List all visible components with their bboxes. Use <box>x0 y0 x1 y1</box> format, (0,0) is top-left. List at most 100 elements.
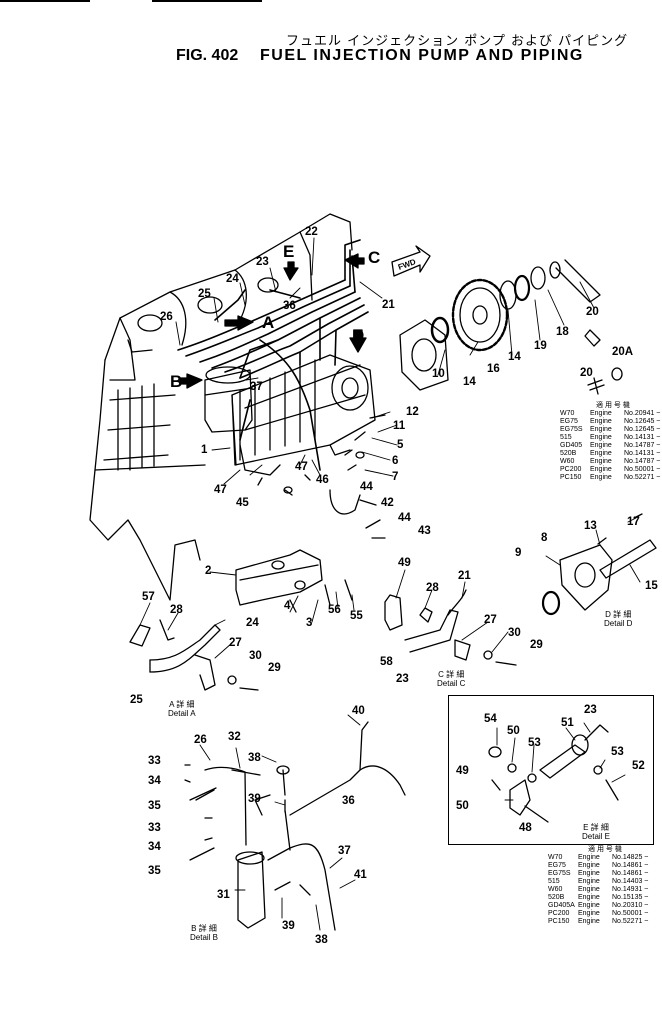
callout-30a: 30 <box>249 650 262 662</box>
callout-21: 21 <box>382 299 395 311</box>
callout-23c: 23 <box>584 704 597 716</box>
callout-44b: 44 <box>398 512 411 524</box>
callout-42: 42 <box>381 497 394 509</box>
detail-b-drawing <box>184 764 336 931</box>
detail-d-caption: D 詳 細 Detail D <box>604 610 632 628</box>
callout-36b: 36 <box>342 795 355 807</box>
callout-49b: 49 <box>456 765 469 777</box>
callout-6: 6 <box>392 455 399 467</box>
callout-29b: 29 <box>530 639 543 651</box>
callout-16: 16 <box>487 363 500 375</box>
detail-b-caption: B 詳 細 Detail B <box>190 924 218 942</box>
detail-e-jp: E 詳 細 <box>583 823 609 832</box>
callout-20: 20 <box>586 306 599 318</box>
scan-edge-line <box>0 0 90 2</box>
callout-34a: 34 <box>148 775 161 787</box>
leader-lines <box>139 237 641 931</box>
callout-50a: 50 <box>507 725 520 737</box>
callout-28a: 28 <box>170 604 183 616</box>
callout-54: 54 <box>484 713 497 725</box>
view-arrows <box>179 253 367 389</box>
callout-9: 9 <box>515 547 522 559</box>
callout-52: 52 <box>632 760 645 772</box>
return-pipe <box>329 489 386 539</box>
callout-25: 25 <box>198 288 211 300</box>
callout-49a: 49 <box>398 557 411 569</box>
view-label-d: D <box>352 326 365 345</box>
callout-51: 51 <box>561 717 574 729</box>
detail-d-drawing <box>541 513 657 616</box>
callout-5: 5 <box>397 439 404 451</box>
callout-35a: 35 <box>148 800 161 812</box>
view-label-a: A <box>262 313 275 332</box>
callout-38b: 38 <box>315 934 328 946</box>
callout-39a: 39 <box>248 793 261 805</box>
callout-48: 48 <box>519 822 532 834</box>
callout-25b: 25 <box>130 694 143 706</box>
detail-c-en: Detail C <box>437 679 466 688</box>
callout-19: 19 <box>534 340 547 352</box>
callout-23: 23 <box>256 256 269 268</box>
callout-20b: 20 <box>580 367 593 379</box>
title-japanese: フュエル インジェクション ポンプ および パイピング <box>286 34 629 49</box>
callout-35b: 35 <box>148 865 161 877</box>
callout-55: 55 <box>350 610 363 622</box>
callout-33a: 33 <box>148 755 161 767</box>
callout-7: 7 <box>392 471 399 483</box>
callout-14: 14 <box>508 351 521 363</box>
figure-number: FIG. 402 <box>176 47 239 64</box>
callout-27a: 27 <box>229 637 242 649</box>
view-label-b: B <box>170 372 183 391</box>
callout-24b: 24 <box>246 617 259 629</box>
callout-10: 10 <box>432 368 445 380</box>
callout-3: 3 <box>306 617 313 629</box>
serial-bottom-heading: 適 用 号 機 <box>588 846 622 853</box>
detail-e-frame <box>448 695 654 845</box>
callout-21b: 21 <box>458 570 471 582</box>
callout-32: 32 <box>228 731 241 743</box>
detail-c-jp: C 詳 細 <box>438 670 465 679</box>
detail-e-drawing <box>488 724 619 823</box>
feed-pipe <box>289 721 406 816</box>
callout-43: 43 <box>418 525 431 537</box>
callout-34b: 34 <box>148 841 161 853</box>
scan-edge-line <box>152 0 262 2</box>
callout-50b: 50 <box>456 800 469 812</box>
callout-37b: 37 <box>338 845 351 857</box>
pump-bracket <box>235 549 353 613</box>
engine-block <box>89 213 353 601</box>
detail-c-drawing <box>384 589 517 666</box>
callout-28b: 28 <box>426 582 439 594</box>
fuel-filter <box>204 366 253 433</box>
callout-11: 11 <box>393 420 406 432</box>
callout-41: 41 <box>354 869 367 881</box>
injection-pipes <box>177 239 369 471</box>
callout-8: 8 <box>541 532 548 544</box>
callout-47b: 47 <box>295 461 308 473</box>
detail-e-en: Detail E <box>582 832 611 841</box>
callout-58: 58 <box>380 656 393 668</box>
callout-39b: 39 <box>282 920 295 932</box>
callout-29a: 29 <box>268 662 281 674</box>
callout-36: 36 <box>283 300 296 312</box>
callout-40: 40 <box>352 705 365 717</box>
callout-57: 57 <box>142 591 155 603</box>
callout-15: 15 <box>645 580 658 592</box>
callout-26: 26 <box>160 311 173 323</box>
